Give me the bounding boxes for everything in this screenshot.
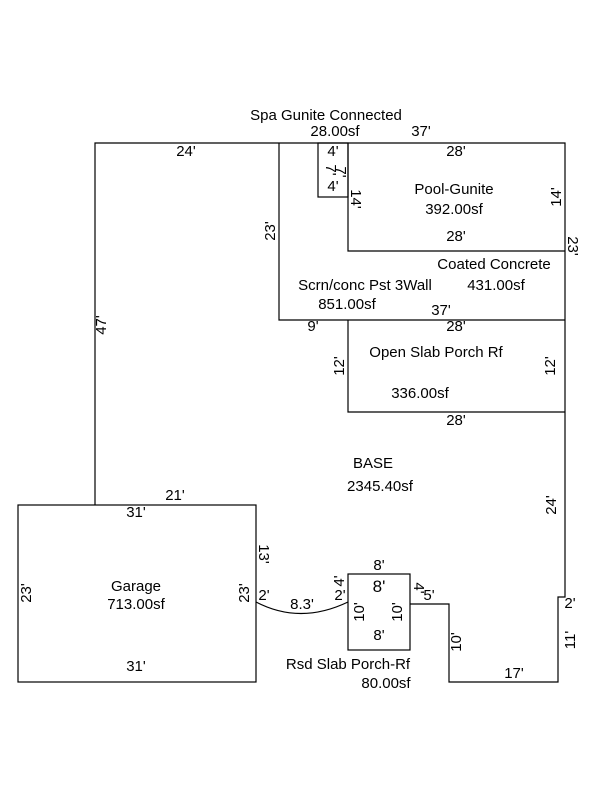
base-label: BASE: [353, 455, 393, 472]
dim-rsd-left-vert: 4': [331, 575, 348, 586]
base-area: 2345.40sf: [347, 478, 414, 495]
dim-base-right-bottom: 11': [562, 631, 579, 650]
dim-garage-left: 23': [18, 583, 35, 603]
spa-label: Spa Gunite Connected: [250, 107, 402, 124]
dim-screen-bottom-left: 9': [307, 318, 318, 335]
dim-porch-left: 12': [331, 356, 348, 376]
dim-garage-bottom: 31': [126, 658, 146, 675]
pool-area: 392.00sf: [425, 201, 483, 218]
dim-pool-bottom: 28': [446, 228, 466, 245]
dim-rsd-bottom: 8': [373, 627, 384, 644]
dim-rsd-top: 8': [373, 557, 384, 574]
open-porch-label: Open Slab Porch Rf: [369, 344, 503, 361]
open-porch-area: 336.00sf: [391, 385, 449, 402]
dim-porch-top: 28': [446, 318, 466, 335]
dim-spa-left-side: 7': [322, 164, 339, 175]
garage-area: 713.00sf: [107, 596, 165, 613]
garage-outline: [17, 504, 257, 683]
rsd-porch-outline: [347, 573, 411, 651]
dim-pool-left: 14': [347, 189, 364, 209]
dim-screen-right: 23': [564, 236, 581, 256]
coated-label: Coated Concrete: [437, 256, 550, 273]
dim-base-bottom-vert: 10': [448, 632, 465, 652]
dim-base-garage-top: 21': [165, 487, 185, 504]
dim-base-right-step: 2': [564, 595, 575, 612]
dim-garage-right: 23': [236, 583, 253, 603]
spa-outline: [317, 142, 349, 198]
dim-base-right-lower: 24': [543, 495, 560, 515]
dim-pool-top: 28': [446, 143, 466, 160]
dim-rsd-inner-right: 10': [389, 602, 406, 622]
base-outline: [94, 142, 566, 683]
dim-garage-step: 2': [258, 587, 269, 604]
dim-screen-left: 23': [262, 221, 279, 241]
screen-label: Scrn/conc Pst 3Wall: [298, 277, 432, 294]
dim-rsd-inner-left: 10': [351, 602, 368, 622]
dim-base-left: 47': [93, 315, 110, 335]
area-labels: Spa Gunite Connected 28.00sf Pool-Gunite…: [107, 107, 550, 692]
dim-screen-top: 37': [411, 123, 431, 140]
dim-spa-top: 4': [327, 143, 338, 160]
rsd-porch-label: Rsd Slab Porch-Rf: [286, 656, 411, 673]
dim-porch-bottom: 28': [446, 412, 466, 429]
dim-porch-right: 12': [542, 356, 559, 376]
dim-base-top-left: 24': [176, 143, 196, 160]
dim-rsd-right-vert: 4': [410, 582, 427, 593]
dim-garage-right-upper: 13': [255, 544, 272, 564]
rsd-porch-area: 80.00sf: [361, 675, 411, 692]
dim-rsd-step-left: 2': [334, 587, 345, 604]
dim-pool-right: 14': [548, 187, 565, 207]
dim-curve-len: 8.3': [290, 596, 314, 613]
sketch-lines: [17, 142, 566, 683]
dim-rsd-inner: 8': [373, 577, 386, 596]
garage-label: Garage: [111, 578, 161, 595]
screen-area: 851.00sf: [318, 296, 376, 313]
spa-area: 28.00sf: [310, 123, 360, 140]
coated-area: 431.00sf: [467, 277, 525, 294]
dimension-labels: 24' 37' 4' 4' 28' 28' 9' 37' 28' 28' 21'…: [18, 123, 581, 682]
dim-base-step-right: 5': [423, 587, 434, 604]
dim-spa-bottom: 4': [327, 178, 338, 195]
open-porch-outline: [347, 320, 565, 413]
pool-label: Pool-Gunite: [414, 181, 493, 198]
dim-base-bottom: 17': [504, 665, 524, 682]
dim-screen-bottom: 37': [431, 302, 451, 319]
screen-outline: [278, 143, 565, 321]
garage-connector-curve: [255, 601, 349, 615]
dim-spa-right-side: 7': [332, 166, 349, 177]
dim-garage-top: 31': [126, 504, 146, 521]
